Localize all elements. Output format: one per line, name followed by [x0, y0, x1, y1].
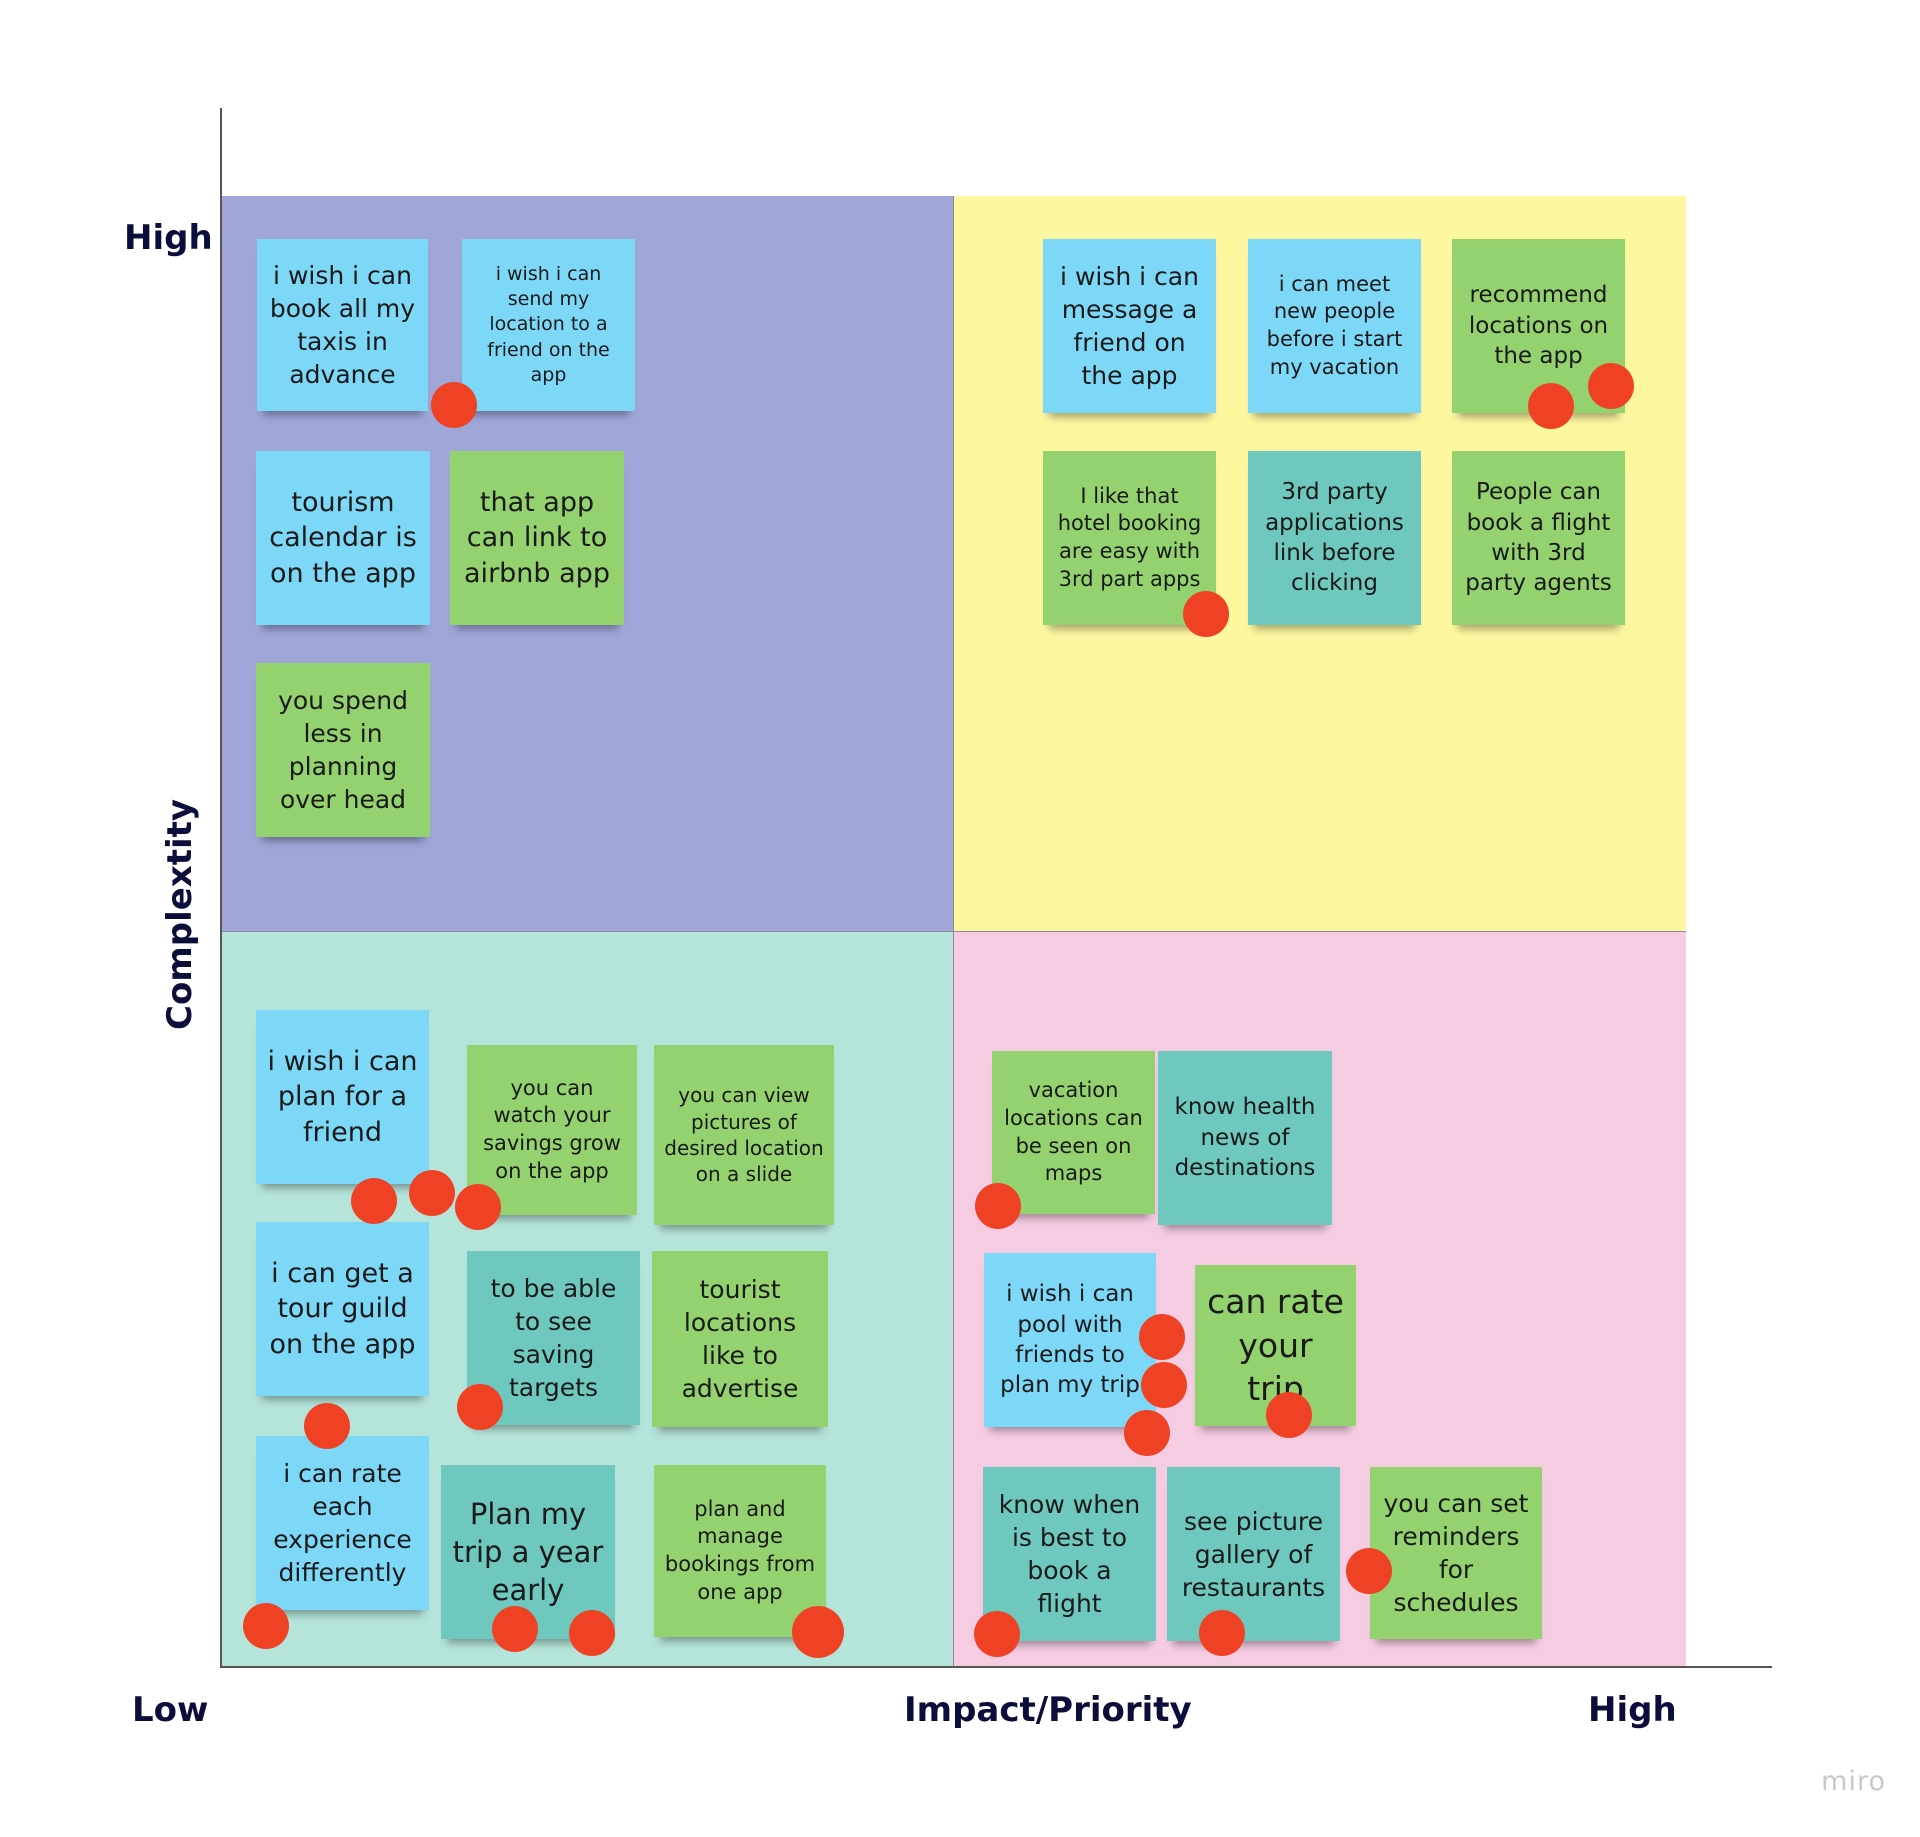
vote-dot [974, 1611, 1020, 1657]
vote-dot [975, 1183, 1021, 1229]
y-axis-high-label: High [124, 218, 213, 258]
sticky-note[interactable]: 3rd party applications link before click… [1248, 451, 1421, 625]
sticky-note[interactable]: you can watch your savings grow on the a… [467, 1045, 637, 1215]
vote-dot [351, 1178, 397, 1224]
sticky-note[interactable]: that app can link to airbnb app [450, 451, 624, 625]
x-axis-title: Impact/Priority [904, 1690, 1192, 1730]
sticky-note[interactable]: know health news of destinations [1158, 1051, 1332, 1225]
vote-dot [1588, 363, 1634, 409]
sticky-note[interactable]: i can get a tour guild on the app [256, 1222, 429, 1396]
vote-dot [1183, 591, 1229, 637]
y-axis-title: Complextity [160, 798, 200, 1030]
sticky-note[interactable]: you can view pictures of desired locatio… [654, 1045, 834, 1225]
x-axis-low-label: Low [132, 1690, 209, 1730]
vote-dot [243, 1603, 289, 1649]
vote-dot [492, 1606, 538, 1652]
y-axis-line [220, 108, 222, 1668]
sticky-note[interactable]: know when is best to book a flight [983, 1467, 1156, 1641]
vote-dot [431, 382, 477, 428]
sticky-note[interactable]: plan and manage bookings from one app [654, 1465, 826, 1637]
vote-dot [457, 1384, 503, 1430]
sticky-note[interactable]: tourist locations like to advertise [652, 1251, 828, 1427]
sticky-note[interactable]: I like that hotel booking are easy with … [1043, 451, 1216, 625]
vote-dot [455, 1184, 501, 1230]
vote-dot [1266, 1392, 1312, 1438]
x-axis-line [220, 1666, 1772, 1668]
sticky-note[interactable]: tourism calendar is on the app [256, 451, 430, 625]
vote-dot [569, 1610, 615, 1656]
vote-dot [1139, 1314, 1185, 1360]
sticky-note[interactable]: you spend less in planning over head [256, 663, 430, 837]
sticky-note[interactable]: i can rate each experience differently [256, 1436, 429, 1610]
vote-dot [1141, 1362, 1187, 1408]
vote-dot [409, 1170, 455, 1216]
vote-dot [1124, 1410, 1170, 1456]
quadrant-divider-horizontal [222, 931, 1686, 932]
sticky-note[interactable]: you can set reminders for schedules [1370, 1467, 1542, 1639]
sticky-note[interactable]: i wish i can send my location to a frien… [462, 239, 635, 411]
vote-dot [1199, 1610, 1245, 1656]
vote-dot [1346, 1548, 1392, 1594]
vote-dot [304, 1403, 350, 1449]
sticky-note[interactable]: i wish i can message a friend on the app [1043, 239, 1216, 413]
sticky-note[interactable]: i wish i can book all my taxis in advanc… [257, 239, 428, 411]
sticky-note[interactable]: i can meet new people before i start my … [1248, 239, 1421, 413]
sticky-note[interactable]: i wish i can pool with friends to plan m… [984, 1253, 1156, 1427]
vote-dot [1528, 383, 1574, 429]
vote-dot [792, 1606, 844, 1658]
sticky-note[interactable]: see picture gallery of restaurants [1167, 1467, 1340, 1641]
x-axis-high-label: High [1588, 1690, 1677, 1730]
sticky-note[interactable]: People can book a flight with 3rd party … [1452, 451, 1625, 625]
sticky-note[interactable]: vacation locations can be seen on maps [992, 1051, 1155, 1214]
miro-logo: miro [1821, 1766, 1886, 1797]
sticky-note[interactable]: i wish i can plan for a friend [256, 1010, 429, 1184]
